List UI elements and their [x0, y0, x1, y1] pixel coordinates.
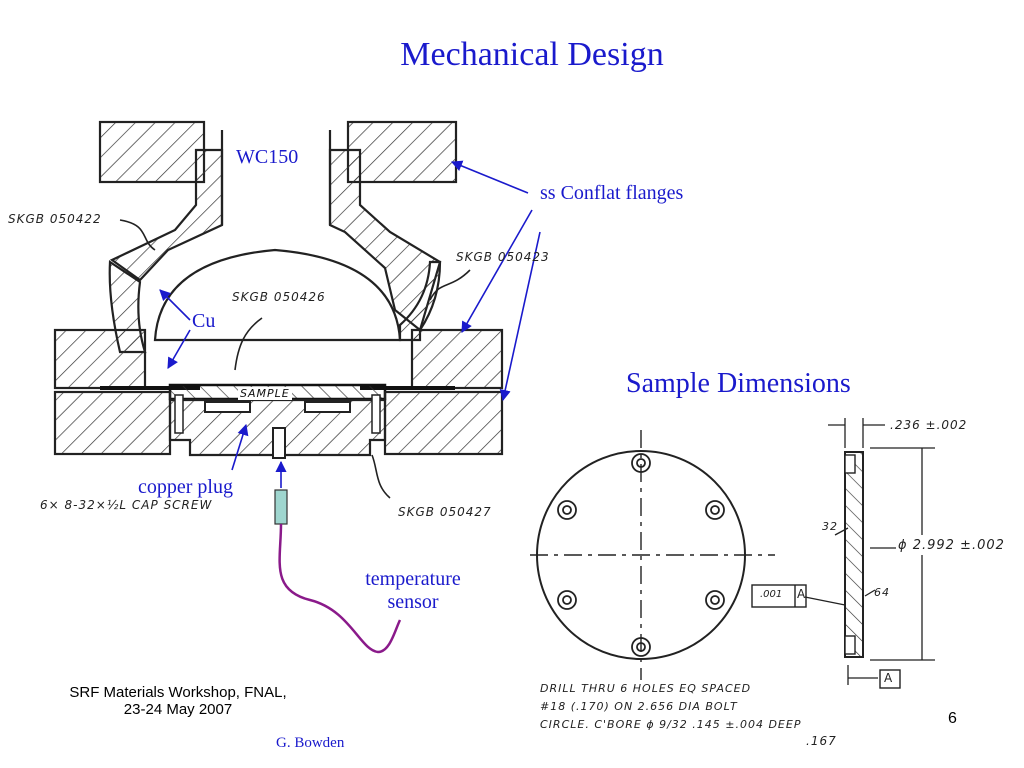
cap-screw-note: 6× 8-32×½L CAP SCREW	[40, 498, 213, 512]
part-number-050423: SKGB 050423	[456, 250, 550, 264]
copper-plug-label: copper plug	[138, 476, 233, 498]
part-number-050422: SKGB 050422	[8, 212, 102, 226]
sample-side-view	[844, 451, 864, 658]
sample-dimensions-title: Sample Dimensions	[626, 368, 851, 399]
sample-label: SAMPLE	[238, 387, 292, 400]
chamfer-finish: 32	[822, 520, 838, 533]
thickness-dimension: .236 ±.002	[890, 418, 968, 432]
drill-note-line1: DRILL THRU 6 HOLES EQ SPACED	[540, 682, 752, 695]
cap-screws	[174, 394, 381, 434]
wc150-label: WC150	[236, 146, 299, 168]
footer-workshop-line2: 23-24 May 2007	[123, 701, 233, 718]
surface-finish: 64	[874, 586, 890, 599]
dimension-lines	[804, 418, 935, 685]
drill-note-line3: CIRCLE. C'BORE ϕ 9/32 .145 ±.004 DEEP	[540, 718, 802, 731]
temperature-sensor-label-line2: sensor	[387, 591, 439, 613]
temperature-sensor-label-line1: temperature	[365, 568, 461, 590]
annotation-arrows	[159, 160, 541, 488]
wc150-neck	[109, 130, 442, 332]
datum-reference: A	[884, 671, 894, 685]
top-flange	[98, 120, 458, 184]
datum-box-frame	[879, 669, 901, 689]
copper-plug-cavity	[204, 401, 351, 459]
footer-workshop: SRF Materials Workshop, FNAL, 23-24 May …	[28, 684, 328, 718]
diameter-dimension: ϕ 2.992 ±.002	[898, 538, 1005, 553]
footer-author: G. Bowden	[276, 735, 345, 751]
drill-note-line2: #18 (.170) ON 2.656 DIA BOLT	[540, 700, 738, 713]
temperature-sensor-label: temperature sensor	[350, 568, 476, 614]
cu-label: Cu	[192, 310, 216, 332]
page-number: 6	[948, 710, 957, 727]
bolt-holes	[557, 453, 725, 657]
sample-top-view	[530, 430, 775, 680]
part-number-050427: SKGB 050427	[398, 505, 492, 519]
middle-flange-upper	[53, 328, 504, 390]
part-number-050426: SKGB 050426	[232, 290, 326, 304]
flatness-value: .001	[760, 589, 783, 600]
handwritten-leaders	[119, 219, 471, 499]
temperature-sensor-probe	[274, 489, 402, 654]
footer-workshop-line1: SRF Materials Workshop, FNAL,	[69, 684, 287, 701]
flatness-datum: A	[797, 587, 807, 601]
slide-title: Mechanical Design	[400, 36, 664, 73]
flatness-callout-frame	[751, 584, 807, 608]
drill-note-extra: .167	[806, 734, 837, 748]
conflat-flanges-label: ss Conflat flanges	[540, 182, 684, 204]
